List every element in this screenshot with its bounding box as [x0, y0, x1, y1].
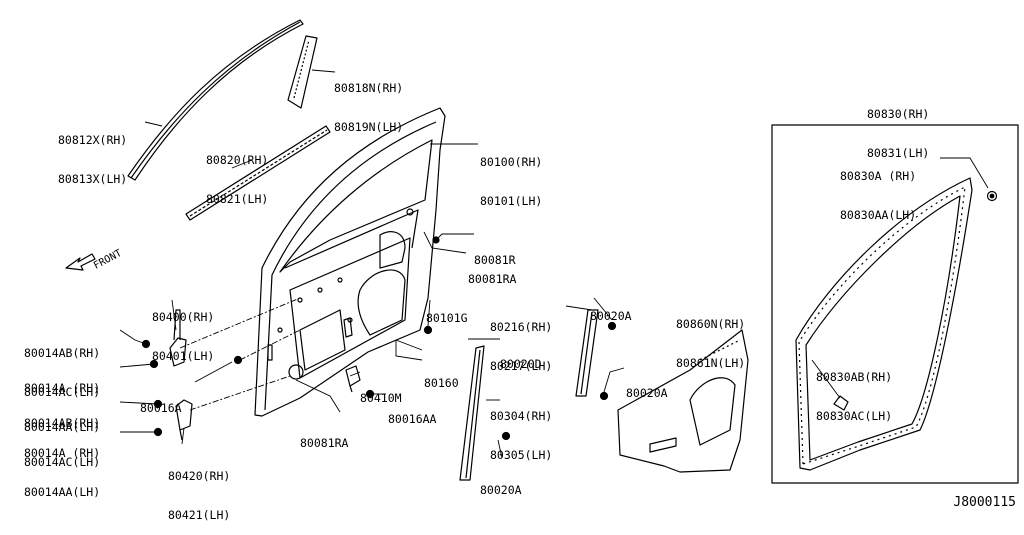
door-panel	[254, 107, 446, 417]
front-arrow-icon	[65, 253, 96, 271]
label-80818n: 80818N(RH) 80819N(LH)	[334, 81, 404, 134]
label-80830a: 80830A (RH) 80830AA(LH)	[840, 169, 917, 222]
label-80081ra-top: 80081RA	[468, 272, 517, 286]
label-80014a-upper: 80014A (RH) 80014AA(LH)	[24, 381, 101, 434]
label-80081r: 80081R	[474, 253, 516, 267]
label-80100: 80100(RH) 80101(LH)	[480, 155, 543, 208]
label-80016a: 80016A	[140, 401, 182, 415]
label-80101g: 80101G	[426, 311, 468, 325]
label-80830: 80830(RH) 80831(LH)	[867, 107, 930, 160]
label-80020a-mid: 80020A	[626, 386, 668, 400]
label-80020a-bottom: 80020A	[480, 483, 522, 497]
label-80400: 80400(RH) 80401(LH)	[152, 310, 215, 363]
weatherstrip	[795, 177, 973, 471]
label-80420: 80420(RH) 80421(LH)	[168, 469, 231, 522]
label-80812x: 80812X(RH) 80813X(LH)	[58, 133, 128, 186]
label-80020a-top: 80020A	[590, 309, 632, 323]
label-80081ra-bottom: 80081RA	[300, 436, 349, 450]
label-80830ab: 80830AB(RH) 80830AC(LH)	[816, 370, 893, 423]
label-80820: 80820(RH) 80821(LH)	[206, 153, 269, 206]
label-80160: 80160	[424, 376, 459, 390]
outer-moulding	[127, 19, 304, 181]
parts-diagram	[65, 19, 1019, 484]
label-80020d: 80020D	[500, 357, 542, 371]
diagram-code: J8000115	[953, 495, 1016, 510]
label-80014ab-upper: 80014AB(RH) 80014AC(LH)	[24, 346, 101, 399]
sash-garnish	[287, 35, 318, 109]
label-80014ab-lower: 80014AB(RH) 80014AC(LH)	[24, 416, 101, 469]
glass-run-channel	[459, 345, 485, 481]
window-rail	[575, 309, 599, 397]
label-80016aa: 80016AA	[388, 412, 437, 426]
door-latch	[345, 365, 361, 393]
leader-lines	[119, 69, 989, 459]
lower-hinge	[175, 399, 193, 441]
label-80304: 80304(RH) 80305(LH)	[490, 409, 553, 462]
sealing-screen	[617, 329, 749, 473]
weatherstrip-box	[771, 124, 1019, 484]
label-80014a-lower: 80014A (RH) 80014AA(LH)	[24, 446, 101, 499]
label-80410m: 80410M	[360, 391, 402, 405]
label-80216: 80216(RH) 80217(LH)	[490, 320, 553, 373]
inner-moulding	[185, 125, 331, 221]
label-80860n: 80860N(RH) 80861N(LH)	[676, 317, 746, 370]
